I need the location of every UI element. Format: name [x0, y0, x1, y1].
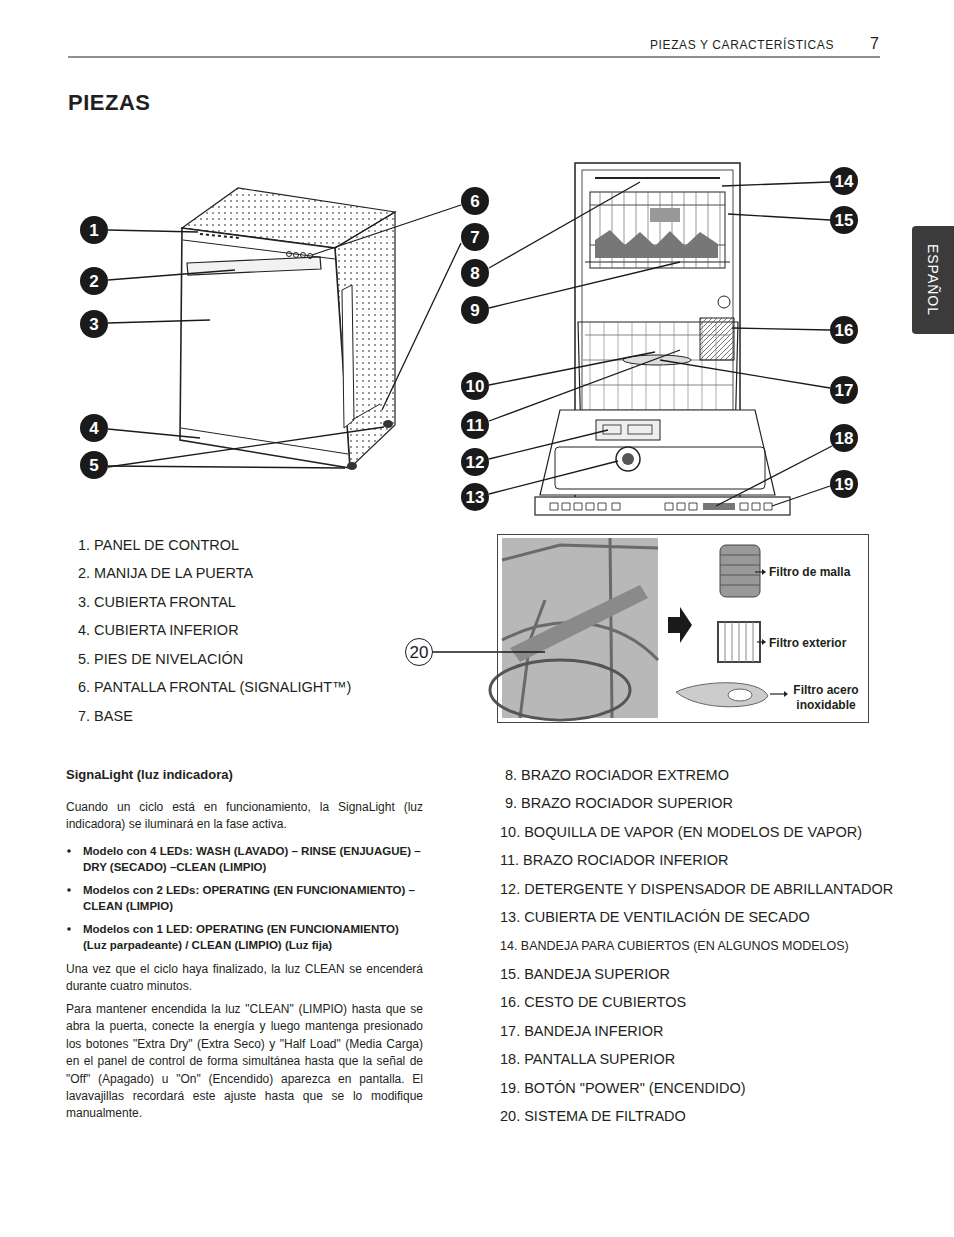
callout-text: 5: [89, 457, 98, 474]
part-item: 1. PANEL DE CONTROL: [78, 537, 408, 553]
part-item: 13. CUBIERTA DE VENTILACIÓN DE SECADO: [500, 909, 880, 925]
callout-text: 12: [466, 454, 485, 471]
page-title: PIEZAS: [68, 90, 150, 116]
paragraph: Para mantener encendida la luz "CLEAN" (…: [66, 1001, 423, 1123]
callout-text: 13: [466, 489, 485, 506]
part-item: 7. BASE: [78, 708, 408, 724]
callout-text: 3: [89, 316, 98, 333]
part-item: 3. CUBIERTA FRONTAL: [78, 594, 408, 610]
section-heading: SignaLight (luz indicadora): [66, 767, 423, 782]
callout-text: 9: [470, 302, 479, 319]
callout-number: 11: [461, 411, 489, 439]
paragraph: Cuando un ciclo está en funcionamiento, …: [66, 799, 423, 833]
callout-text: 19: [835, 476, 854, 493]
part-item: 15. BANDEJA SUPERIOR: [500, 966, 880, 982]
part-item: 4. CUBIERTA INFERIOR: [78, 622, 408, 638]
callout-text: 16: [835, 322, 854, 339]
part-item: 6. PANTALLA FRONTAL (SIGNALIGHT™): [78, 679, 408, 695]
part-item: 11. BRAZO ROCIADOR INFERIOR: [500, 852, 880, 868]
part-item: 8. BRAZO ROCIADOR EXTREMO: [505, 767, 885, 783]
filter-label: Filtro acero inoxidable: [788, 683, 864, 713]
page-number: 7: [870, 35, 886, 53]
callout-text: 2: [89, 273, 98, 290]
callout-number: 14: [830, 167, 858, 195]
running-header: PIEZAS Y CARACTERÍSTICAS: [650, 38, 860, 52]
part-item: 19. BOTÓN "POWER" (ENCENDIDO): [500, 1080, 880, 1096]
bullet-text: Modelos con 1 LED: OPERATING (EN FUNCION…: [83, 921, 423, 953]
part-item: 5. PIES DE NIVELACIÓN: [78, 651, 408, 667]
callout-text: 17: [835, 382, 854, 399]
part-item: 2. MANIJA DE LA PUERTA: [78, 565, 408, 581]
callout-number: 3: [80, 310, 108, 338]
filter-label: Filtro exterior: [769, 636, 864, 651]
callout-number: 16: [830, 316, 858, 344]
part-item: 16. CESTO DE CUBIERTOS: [500, 994, 880, 1010]
callout-number: 2: [80, 267, 108, 295]
tab-text: ESPAÑOL: [925, 244, 941, 316]
callout-text: 15: [835, 212, 854, 229]
callout-number: 9: [461, 296, 489, 324]
part-item: 20. SISTEMA DE FILTRADO: [500, 1108, 880, 1124]
language-tab: ESPAÑOL: [912, 226, 954, 334]
callout-text: 18: [835, 430, 854, 447]
callout-number: 8: [461, 259, 489, 287]
bullet-text: Modelos con 2 LEDs: OPERATING (EN FUNCIO…: [83, 882, 423, 914]
callout-number: 7: [461, 223, 489, 251]
part-item: 10. BOQUILLA DE VAPOR (EN MODELOS DE VAP…: [500, 824, 880, 840]
filter-label: Filtro de malla: [769, 565, 864, 580]
part-item: 14. BANDEJA PARA CUBIERTOS (EN ALGUNOS M…: [500, 939, 900, 953]
callout-number: 12: [461, 448, 489, 476]
callout-text: 8: [470, 265, 479, 282]
callout-text: 7: [470, 229, 479, 246]
part-item: 18. PANTALLA SUPERIOR: [500, 1051, 880, 1067]
callout-number: 13: [461, 483, 489, 511]
part-item: 17. BANDEJA INFERIOR: [500, 1023, 880, 1039]
callout-text: 4: [89, 420, 98, 437]
callout-number: 19: [830, 470, 858, 498]
callout-number: 4: [80, 414, 108, 442]
callout-number: 5: [80, 451, 108, 479]
callout-text: 11: [466, 417, 484, 434]
callout-number: 17: [830, 376, 858, 404]
callout-text: 14: [835, 173, 854, 190]
filter-panel: Filtro de mallaFiltro exteriorFiltro ace…: [497, 534, 869, 723]
callout-text: 1: [89, 222, 98, 239]
callout-number: 15: [830, 206, 858, 234]
callout-number: 18: [830, 424, 858, 452]
callout-number: 1: [80, 216, 108, 244]
callout-text: 10: [466, 378, 485, 395]
callout-number: 10: [461, 372, 489, 400]
callout-text: 20: [410, 644, 429, 661]
bullet-text: Modelo con 4 LEDs: WASH (LAVADO) – RINSE…: [83, 843, 423, 875]
callout-number: 20: [405, 638, 433, 666]
callout-text: 6: [470, 193, 479, 210]
part-item: 12. DETERGENTE Y DISPENSADOR DE ABRILLAN…: [500, 881, 880, 897]
callout-number: 6: [461, 187, 489, 215]
part-item: 9. BRAZO ROCIADOR SUPERIOR: [505, 795, 885, 811]
paragraph: Una vez que el ciclo haya finalizado, la…: [66, 961, 423, 995]
